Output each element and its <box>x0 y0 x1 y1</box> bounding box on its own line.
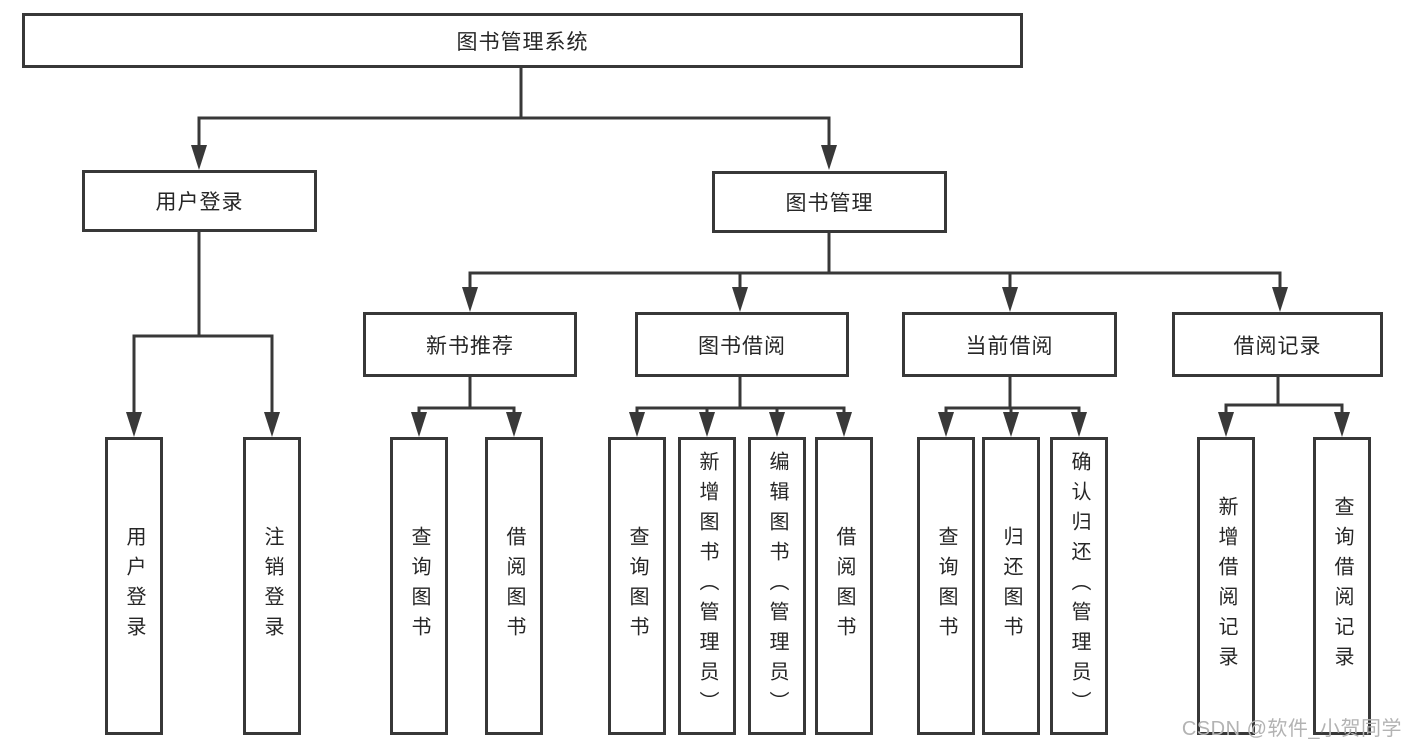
arrowhead <box>1003 412 1019 437</box>
leaf-add-borrow-record: 新增借阅记录 <box>1197 437 1255 735</box>
arrowhead <box>1071 412 1087 437</box>
node-label: 归还图书 <box>1000 526 1022 646</box>
arrowhead <box>836 412 852 437</box>
leaf-add-book-admin: 新增图书（管理员） <box>678 437 736 735</box>
node-label: 查询图书 <box>408 526 430 646</box>
arrowhead <box>126 412 142 437</box>
node-label: 借阅图书 <box>503 526 525 646</box>
leaf-borrow-books-recommend: 借阅图书 <box>485 437 543 735</box>
arrowhead <box>938 412 954 437</box>
node-label: 确认归还（管理员） <box>1068 451 1090 721</box>
arrowhead <box>821 145 837 170</box>
leaf-borrow-books: 借阅图书 <box>815 437 873 735</box>
node-label: 注销登录 <box>261 526 283 646</box>
leaf-logout: 注销登录 <box>243 437 301 735</box>
leaf-query-books-borrowing: 查询图书 <box>608 437 666 735</box>
node-label: 查询借阅记录 <box>1331 496 1353 676</box>
node-label: 当前借阅 <box>965 334 1054 358</box>
arrowhead <box>1334 412 1350 437</box>
arrowhead <box>732 287 748 312</box>
node-new-book-recommendation: 新书推荐 <box>363 312 577 377</box>
arrowhead <box>769 412 785 437</box>
node-borrowing-records: 借阅记录 <box>1172 312 1383 377</box>
node-label: 编辑图书（管理员） <box>766 451 788 721</box>
arrowhead <box>411 412 427 437</box>
node-label: 查询图书 <box>935 526 957 646</box>
leaf-query-books-recommend: 查询图书 <box>390 437 448 735</box>
node-label: 图书管理 <box>785 192 874 215</box>
node-label: 借阅记录 <box>1233 334 1322 358</box>
node-book-borrowing: 图书借阅 <box>635 312 849 377</box>
node-book-management: 图书管理 <box>712 171 947 233</box>
leaf-return-book: 归还图书 <box>982 437 1040 735</box>
node-label: 图书借阅 <box>698 334 786 358</box>
node-label: 借阅图书 <box>833 526 855 646</box>
node-label: 新增图书（管理员） <box>696 451 718 721</box>
node-label: 新书推荐 <box>426 334 514 358</box>
arrowhead <box>462 287 478 312</box>
arrowhead <box>506 412 522 437</box>
arrowhead <box>629 412 645 437</box>
node-library-system: 图书管理系统 <box>22 13 1023 68</box>
leaf-edit-book-admin: 编辑图书（管理员） <box>748 437 806 735</box>
node-label: 用户登录 <box>123 526 145 646</box>
node-user-login: 用户登录 <box>82 170 317 232</box>
arrowhead <box>191 145 207 170</box>
node-label: 新增借阅记录 <box>1215 496 1237 676</box>
node-label: 查询图书 <box>626 526 648 646</box>
arrowhead <box>264 412 280 437</box>
leaf-query-borrow-record: 查询借阅记录 <box>1313 437 1371 735</box>
leaf-query-books-current: 查询图书 <box>917 437 975 735</box>
node-current-borrowing: 当前借阅 <box>902 312 1117 377</box>
leaf-user-login: 用户登录 <box>105 437 163 735</box>
arrowhead <box>1218 412 1234 437</box>
arrowhead <box>699 412 715 437</box>
node-label: 图书管理系统 <box>456 30 589 54</box>
leaf-confirm-return-admin: 确认归还（管理员） <box>1050 437 1108 735</box>
arrowhead <box>1272 287 1288 312</box>
arrowhead <box>1002 287 1018 312</box>
node-label: 用户登录 <box>155 191 244 214</box>
